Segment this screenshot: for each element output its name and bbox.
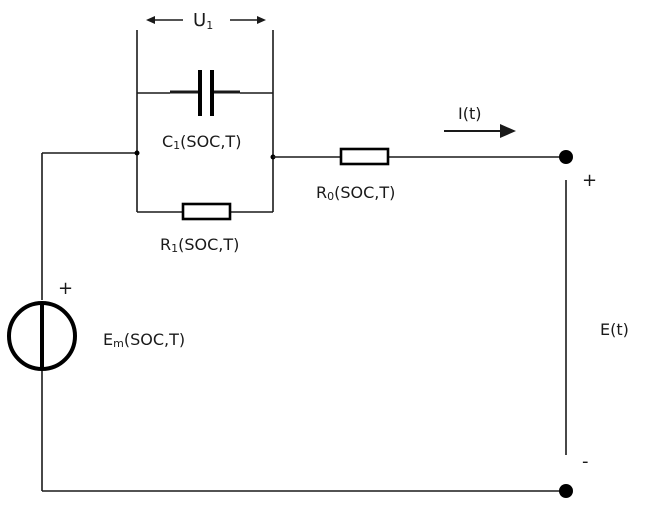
label-r0: R0(SOC,T)	[316, 183, 395, 203]
voltage-source-em	[7, 301, 77, 371]
capacitor-c1	[198, 70, 214, 116]
label-voltage: E(t)	[600, 320, 629, 339]
label-terminal-plus: +	[582, 170, 597, 191]
label-em: Em(SOC,T)	[103, 330, 185, 350]
label-current: I(t)	[458, 104, 481, 123]
label-r1: R1(SOC,T)	[160, 235, 239, 255]
u1-dimension-arrows	[146, 16, 266, 24]
terminal-top	[559, 150, 573, 164]
label-u1: U1	[193, 10, 213, 32]
node-left	[134, 150, 140, 156]
label-source-plus: +	[58, 278, 73, 299]
resistor-r1	[181, 202, 232, 221]
current-arrow	[444, 124, 516, 138]
resistor-r0	[339, 147, 390, 166]
label-terminal-minus: -	[582, 451, 589, 472]
terminal-bottom	[559, 484, 573, 498]
label-c1: C1(SOC,T)	[162, 132, 241, 152]
